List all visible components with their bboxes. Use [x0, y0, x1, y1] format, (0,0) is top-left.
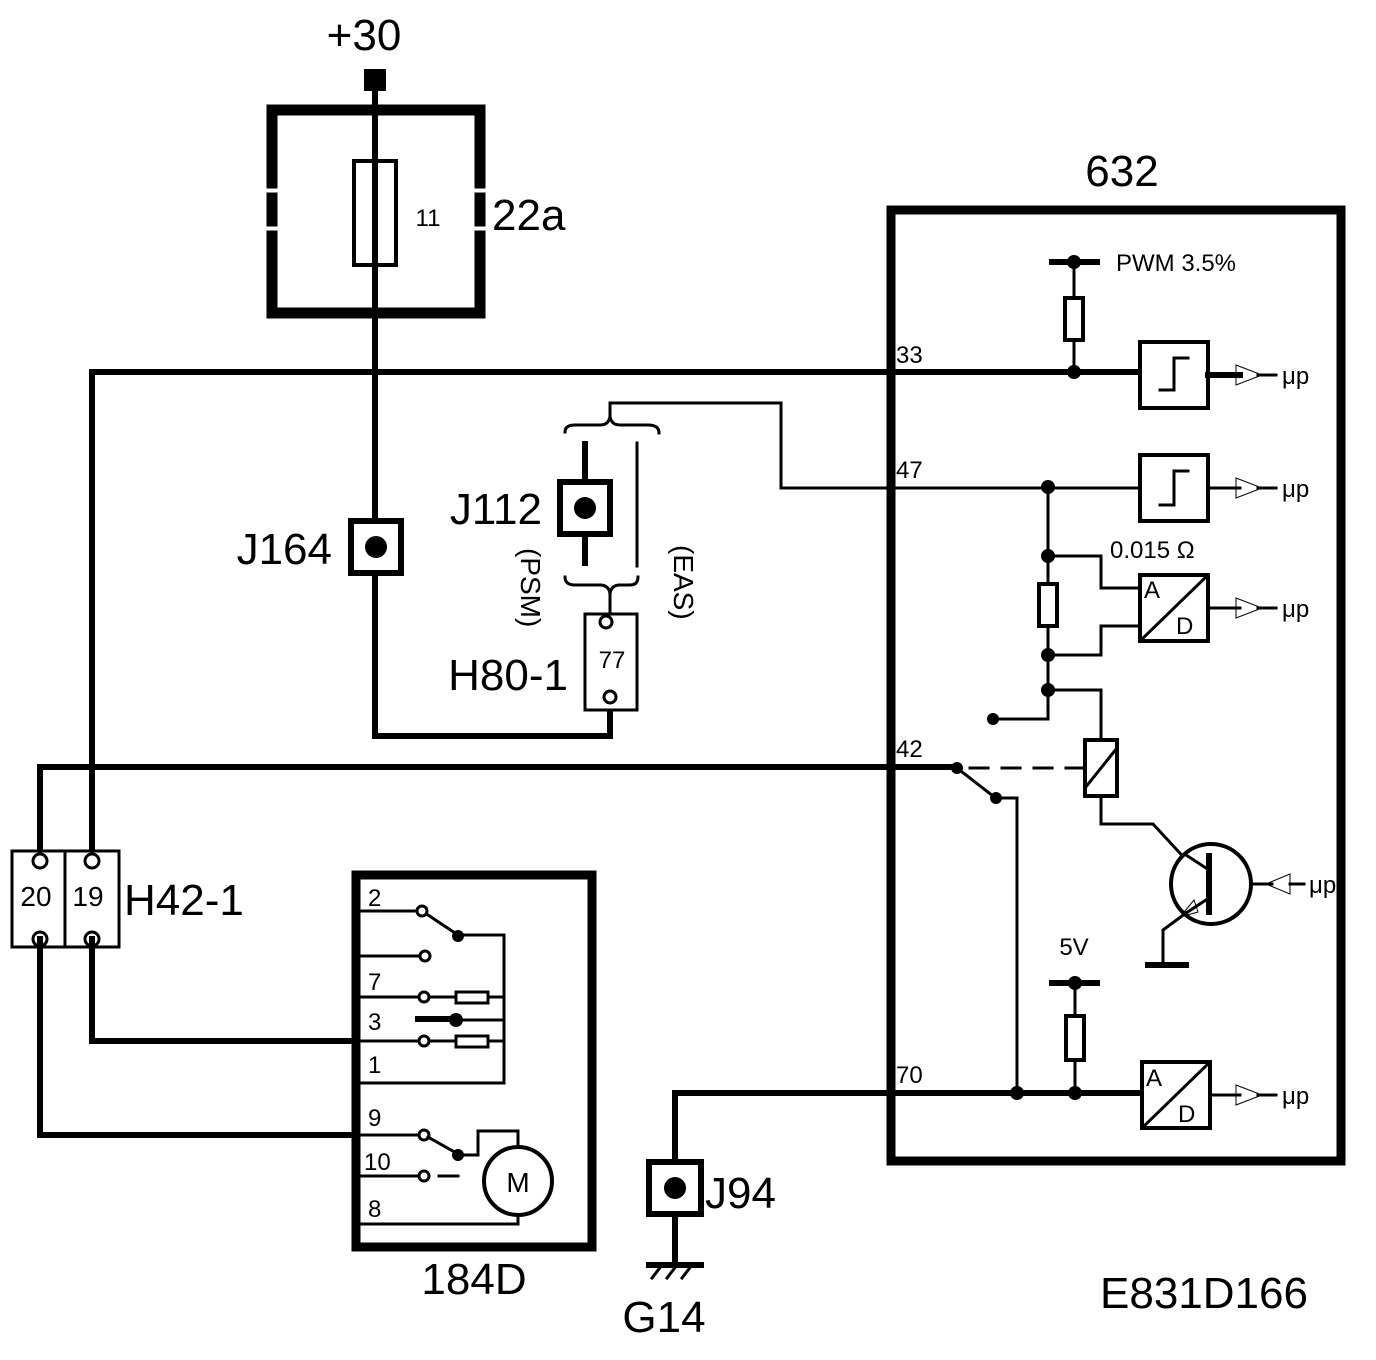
pin-42-label: 42 — [896, 736, 923, 763]
fuse-box-label: 22a — [492, 191, 566, 240]
wire-pin33 — [89, 369, 1143, 857]
pin-70-label: 70 — [896, 1062, 923, 1089]
pin-8-label: 8 — [368, 1196, 381, 1223]
supply-wire — [372, 83, 613, 739]
control-module-632: 632 33 47 42 70 PWM 3.5% μp μp — [885, 147, 1346, 1166]
supply-5v-label: 5V — [1059, 934, 1088, 961]
switch-unit-184d: 2 7 3 1 9 10 M — [351, 870, 597, 1304]
ground-label: G14 — [622, 1293, 705, 1342]
pin-3-label: 3 — [368, 1009, 381, 1036]
motor-label: M — [506, 1167, 529, 1198]
mcu-label-4: μp — [1309, 872, 1336, 899]
mcu-label-3: μp — [1282, 596, 1309, 623]
connector-j164: J164 — [237, 518, 404, 576]
pin-10-label: 10 — [364, 1149, 391, 1176]
pin-9-label: 9 — [368, 1105, 381, 1132]
pin-2-label: 2 — [368, 885, 381, 912]
h80-pin: 77 — [599, 647, 626, 674]
wire-h42-20-to-184d — [37, 936, 360, 1138]
module-label: 632 — [1085, 147, 1158, 196]
connector-j112: J112 (PSM) (EAS) — [450, 441, 699, 627]
mcu-label-2: μp — [1282, 476, 1309, 503]
option-bracket — [563, 401, 889, 614]
j94-label: J94 — [705, 1169, 776, 1218]
h42-pin-20: 20 — [20, 881, 51, 912]
h42-label: H42-1 — [124, 876, 244, 925]
pin-1-label: 1 — [368, 1052, 381, 1079]
pin-47-label: 47 — [896, 457, 923, 484]
adc-1-a: A — [1144, 577, 1160, 604]
mcu-label-5: μp — [1282, 1083, 1309, 1110]
fuse-number: 11 — [416, 205, 441, 232]
adc-1-d: D — [1176, 613, 1193, 640]
fuse-box-22a: 11 22a — [266, 104, 566, 319]
psm-label: (PSM) — [515, 548, 546, 627]
h42-pin-19: 19 — [72, 881, 103, 912]
mcu-label-1: μp — [1282, 363, 1309, 390]
connector-h42-1: 20 19 H42-1 — [10, 849, 244, 949]
pwm-label: PWM 3.5% — [1116, 250, 1236, 277]
pin-33-label: 33 — [896, 342, 923, 369]
supply-terminal: +30 — [327, 11, 402, 91]
j112-label: J112 — [450, 485, 542, 534]
shunt-label: 0.015 Ω — [1110, 537, 1195, 564]
h80-label: H80-1 — [448, 651, 568, 700]
j164-label: J164 — [237, 525, 332, 574]
eas-label: (EAS) — [668, 545, 699, 620]
shunt-resistor — [1037, 582, 1059, 628]
supply-label: +30 — [327, 11, 402, 60]
adc-2-d: D — [1178, 1101, 1195, 1128]
diagram-code: E831D166 — [1100, 1269, 1308, 1318]
connector-h80-1: 77 H80-1 — [448, 612, 639, 712]
wire-h42-19-to-184d — [89, 936, 360, 1044]
switch-unit-label: 184D — [421, 1255, 526, 1304]
adc-2-a: A — [1146, 1065, 1162, 1092]
ground-path: J94 G14 — [622, 1090, 1145, 1342]
pin-7-label: 7 — [368, 969, 381, 996]
wire-pin42 — [37, 764, 960, 857]
